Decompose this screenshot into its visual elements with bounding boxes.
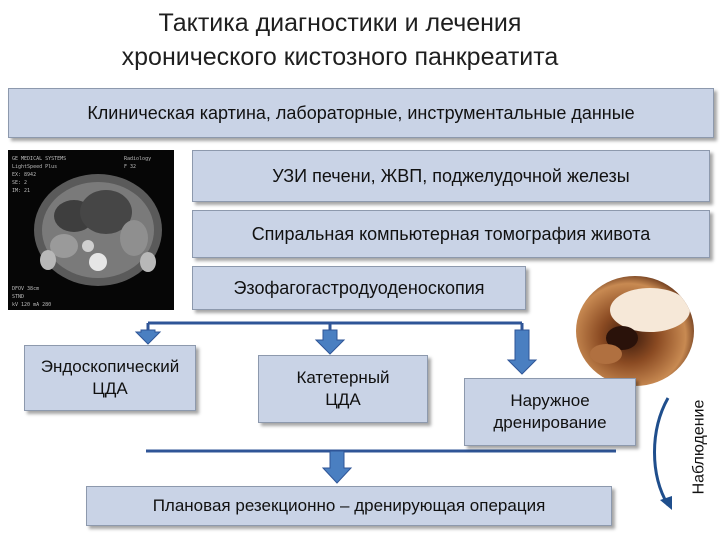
arrow-to-endoscopic (134, 329, 162, 345)
endoscopic-cda-box: Эндоскопический ЦДА (24, 345, 196, 411)
svg-text:DFOV 38cm: DFOV 38cm (12, 286, 39, 292)
arrow-to-catheter (314, 329, 346, 355)
svg-text:EX: 8942: EX: 8942 (12, 172, 36, 178)
planned-operation-box: Плановая резекционно – дренирующая опера… (86, 486, 612, 526)
external-drainage-label: Наружное дренирование (493, 391, 607, 432)
ct-scan-image: GE MEDICAL SYSTEMS LightSpeed Plus EX: 8… (8, 150, 174, 310)
ultrasound-box: УЗИ печени, ЖВП, поджелудочной железы (192, 150, 710, 202)
observation-arrowhead (660, 496, 672, 510)
clinical-data-label: Клиническая картина, лабораторные, инстр… (87, 102, 635, 123)
ultrasound-label: УЗИ печени, ЖВП, поджелудочной железы (272, 165, 630, 186)
endoscopic-cda-label: Эндоскопический ЦДА (40, 357, 180, 398)
planned-operation-label: Плановая резекционно – дренирующая опера… (152, 496, 546, 515)
catheter-cda-label: Катетерный ЦДА (296, 368, 390, 409)
catheter-cda-box: Катетерный ЦДА (258, 355, 428, 423)
svg-text:GE MEDICAL SYSTEMS: GE MEDICAL SYSTEMS (12, 156, 66, 162)
svg-text:F 32: F 32 (124, 164, 136, 170)
svg-text:SE: 2: SE: 2 (12, 180, 27, 186)
ct-label: Спиральная компьютерная томография живот… (251, 223, 651, 244)
arrow-to-external (506, 329, 538, 375)
svg-text:STND: STND (12, 294, 24, 300)
svg-text:Radiology: Radiology (124, 156, 151, 162)
title-line-2: хронического кистозного панкреатита (121, 43, 559, 71)
endoscopy-image (576, 276, 694, 386)
svg-text:kV 120 mA 280: kV 120 mA 280 (12, 302, 51, 308)
external-drainage-box: Наружное дренирование (464, 378, 636, 446)
clinical-data-box: Клиническая картина, лабораторные, инстр… (8, 88, 714, 138)
svg-text:LightSpeed Plus: LightSpeed Plus (12, 164, 57, 170)
observation-label-container: Наблюдение (688, 392, 710, 502)
observation-curved-arrow (653, 397, 670, 506)
observation-label: Наблюдение (690, 399, 708, 495)
egd-label: Эзофагогастродуоденоскопия (233, 277, 485, 298)
title-line-1: Тактика диагностики и лечения (158, 9, 522, 37)
ct-box: Спиральная компьютерная томография живот… (192, 210, 710, 258)
svg-text:IM: 21: IM: 21 (12, 188, 30, 194)
egd-box: Эзофагогастродуоденоскопия (192, 266, 526, 310)
diagram-title: Тактика диагностики и лечения хроническо… (60, 6, 620, 74)
arrow-to-planned (321, 450, 353, 484)
